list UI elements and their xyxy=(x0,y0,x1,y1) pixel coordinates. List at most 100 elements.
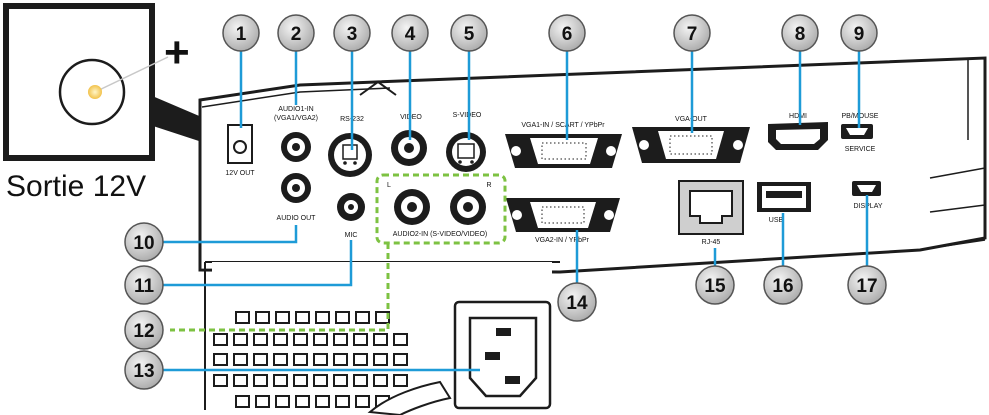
callout-circle xyxy=(673,14,711,52)
dc-center-pin xyxy=(88,85,102,99)
mic-jack-pin xyxy=(348,204,354,210)
vent-slot xyxy=(335,395,350,408)
label-12v-out: 12V OUT xyxy=(225,170,255,177)
callout-leaders xyxy=(162,48,869,372)
vent-slot xyxy=(333,374,348,387)
vgaout-screw xyxy=(639,140,649,150)
callout-circle xyxy=(763,265,803,305)
usb-port-tongue xyxy=(766,191,802,198)
vent-slot xyxy=(293,374,308,387)
leader-10 xyxy=(162,225,298,244)
audio2-r-jack-pin xyxy=(463,202,473,212)
vent-slot xyxy=(393,353,408,366)
callout-14: 14 xyxy=(557,282,597,322)
callout-10: 10 xyxy=(124,222,164,262)
callout-number: 4 xyxy=(405,24,416,45)
vent-slot xyxy=(313,374,328,387)
panel-edge-line xyxy=(201,87,391,108)
label-audio2-l: L xyxy=(387,182,391,189)
panel-side-ridges xyxy=(929,167,986,247)
display-port-slot xyxy=(857,185,876,192)
vent-slot xyxy=(213,353,228,366)
vent-grille xyxy=(213,311,408,408)
vent-slot xyxy=(333,353,348,366)
label-rj45: RJ-45 xyxy=(702,239,721,246)
callout-8: 8 xyxy=(781,14,819,52)
callout-5: 5 xyxy=(450,14,488,52)
vent-slot xyxy=(273,333,288,346)
vent-slot xyxy=(355,311,370,324)
callout-number: 16 xyxy=(772,276,793,297)
callout-number: 6 xyxy=(562,24,573,45)
callout-circle xyxy=(847,265,887,305)
plus-symbol: + xyxy=(164,28,190,77)
callout-number: 1 xyxy=(236,24,247,45)
vent-slot xyxy=(315,311,330,324)
callout-number: 17 xyxy=(856,276,877,297)
label-audio1-in: AUDIO1-IN xyxy=(278,106,313,113)
vga2-screw xyxy=(512,210,522,220)
vent-slot xyxy=(233,374,248,387)
callout-2: 2 xyxy=(277,14,315,52)
callout-circle xyxy=(124,265,164,305)
vga1-screw xyxy=(606,146,616,156)
leader-11 xyxy=(162,240,353,287)
label-audio2-r: R xyxy=(486,182,491,189)
vent-slot xyxy=(373,353,388,366)
label-video: VIDEO xyxy=(400,114,422,121)
vent-slot xyxy=(235,395,250,408)
audio2-l-jack-pin xyxy=(407,202,417,212)
svideo-port-key xyxy=(457,143,475,159)
callout-9: 9 xyxy=(840,14,878,52)
vent-slot xyxy=(353,333,368,346)
inset-zoom-box: + xyxy=(3,3,225,161)
callout-11: 11 xyxy=(124,265,164,305)
vent-slot xyxy=(253,353,268,366)
callout-12: 12 xyxy=(124,310,164,350)
svideo-pin xyxy=(458,160,462,164)
callout-4: 4 xyxy=(391,14,429,52)
vent-slot xyxy=(295,395,310,408)
power-pin-top xyxy=(496,328,511,336)
vga2-pins xyxy=(541,206,585,224)
vent-slot xyxy=(213,374,228,387)
vga2-screw xyxy=(604,210,614,220)
callout-circle xyxy=(333,14,371,52)
vent-slot xyxy=(393,333,408,346)
vent-slot xyxy=(315,395,330,408)
panel-notch xyxy=(359,80,397,96)
callout-circle xyxy=(557,282,597,322)
label-vga1-in: VGA1-IN / SCART / YPbPr xyxy=(521,122,605,129)
power-pin-left xyxy=(485,352,500,360)
hdmi-port-slot xyxy=(776,129,820,144)
vent-slot xyxy=(273,374,288,387)
callout-circle xyxy=(781,14,819,52)
callout-circle xyxy=(391,14,429,52)
vent-slot xyxy=(255,311,270,324)
callout-circle xyxy=(277,14,315,52)
audio2-highlight-leader xyxy=(170,243,390,332)
vent-slot xyxy=(295,311,310,324)
callout-number: 2 xyxy=(291,24,302,45)
callout-circle xyxy=(124,222,164,262)
vent-slot xyxy=(313,333,328,346)
ports xyxy=(227,122,881,235)
label-service: SERVICE xyxy=(845,146,876,153)
vent-slot xyxy=(353,374,368,387)
vent-slot xyxy=(233,353,248,366)
rs232-port-key xyxy=(342,144,358,160)
callout-number: 8 xyxy=(795,24,806,45)
vent-slot xyxy=(373,374,388,387)
inset-frame xyxy=(3,3,155,161)
vent-slot xyxy=(275,395,290,408)
vga2-in-port xyxy=(506,198,620,232)
label-audio1-in-sub: (VGA1/VGA2) xyxy=(274,115,318,122)
callout-7: 7 xyxy=(673,14,711,52)
vga1-screw xyxy=(511,146,521,156)
vent-slot xyxy=(253,333,268,346)
label-usb: USB xyxy=(769,217,784,224)
vent-slot xyxy=(353,353,368,366)
vent-slot xyxy=(393,374,408,387)
callout-13: 13 xyxy=(124,350,164,390)
lower-body xyxy=(204,261,560,415)
